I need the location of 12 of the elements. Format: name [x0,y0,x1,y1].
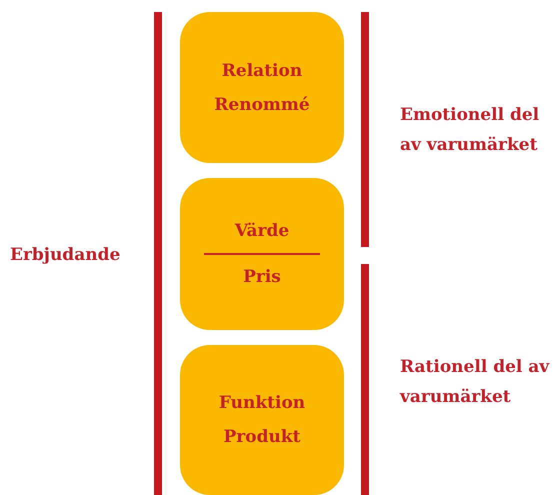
rounded-box [180,12,344,163]
box-text: Pris [243,266,281,287]
box-text: Funktion [218,393,306,413]
rounded-box [180,345,344,495]
side-label: Emotionell del av varumärket [400,104,540,157]
box-text: Renommé [214,94,310,114]
box-text: Produkt [224,427,300,447]
box-text: Värde [234,221,290,242]
rounded-box [180,178,344,330]
side-label: Erbjudande [10,244,122,267]
side-label: Rationell del av varumärket [400,356,550,409]
box-text: Relation [222,60,302,80]
